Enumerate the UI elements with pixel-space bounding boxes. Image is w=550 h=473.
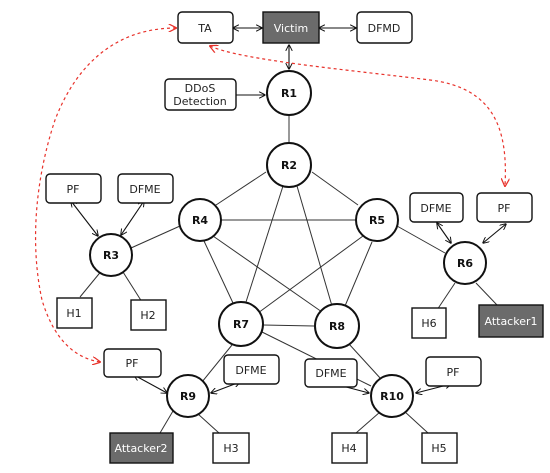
r10-label: R10 xyxy=(380,390,404,403)
router-r6: R6 xyxy=(443,241,487,285)
r9-label: R9 xyxy=(180,390,196,403)
h3-box: H3 xyxy=(212,432,250,464)
r7-label: R7 xyxy=(233,318,249,331)
h3-label: H3 xyxy=(223,442,238,455)
link-r8-r10 xyxy=(348,343,382,380)
h1-label: H1 xyxy=(66,307,81,320)
link-r4-r3 xyxy=(130,225,181,249)
dfme-box-left: DFME xyxy=(117,173,174,204)
link-r2-r8 xyxy=(296,185,333,307)
link-r5-r6 xyxy=(396,225,446,254)
dfmd-box: DFMD xyxy=(356,11,413,44)
dfmd-label: DFMD xyxy=(368,22,401,35)
link-r4-r7 xyxy=(203,240,234,304)
link-r10-h4 xyxy=(355,411,381,434)
r4-label: R4 xyxy=(192,214,208,227)
ta-box: TA xyxy=(177,11,234,44)
h2-box: H2 xyxy=(130,299,167,331)
dashed-ta-to-pf-bottom xyxy=(34,28,176,362)
r6-label: R6 xyxy=(457,257,473,270)
dfme-box-bottom: DFME xyxy=(223,354,280,385)
r3-label: R3 xyxy=(103,249,119,262)
link-r7-r9 xyxy=(201,344,233,383)
h4-label: H4 xyxy=(341,442,356,455)
arrow-pf-r6 xyxy=(483,224,506,243)
h5-box: H5 xyxy=(421,432,458,464)
router-r7: R7 xyxy=(218,301,264,347)
link-r5-r7 xyxy=(257,235,364,314)
r1-label: R1 xyxy=(281,87,297,100)
dashed-ta-to-pf-right xyxy=(210,46,505,186)
link-r7-r8 xyxy=(262,324,315,327)
r5-label: R5 xyxy=(369,214,385,227)
dfme-right-label: DFME xyxy=(420,202,451,215)
link-r2-r4 xyxy=(215,171,267,206)
pf-box-right: PF xyxy=(476,192,533,223)
router-r2: R2 xyxy=(266,142,312,188)
dashed-control-links xyxy=(34,28,506,362)
r8-label: R8 xyxy=(329,320,345,333)
router-r5: R5 xyxy=(355,198,399,242)
link-r3-h2 xyxy=(122,271,143,303)
attacker1-label: Attacker1 xyxy=(484,315,537,328)
h6-box: H6 xyxy=(411,307,447,339)
link-r6-h6 xyxy=(436,282,456,311)
h5-label: H5 xyxy=(431,442,446,455)
link-r5-r8 xyxy=(344,241,373,307)
pf-right-label: PF xyxy=(498,202,511,215)
router-r3: R3 xyxy=(89,233,133,277)
router-r1: R1 xyxy=(266,70,312,116)
dfme-box-right: DFME xyxy=(409,192,464,223)
pf-box-left: PF xyxy=(45,173,102,204)
arrow-pf-r9 xyxy=(134,375,167,393)
dfme-br-label: DFME xyxy=(315,367,346,380)
router-r4: R4 xyxy=(178,198,222,242)
arrow-dfme-r6 xyxy=(437,223,451,243)
router-r10: R10 xyxy=(370,374,414,418)
ddos-label-line2: Detection xyxy=(173,95,226,108)
ddos-label-line1: DDoS xyxy=(185,82,216,95)
link-r6-attacker1 xyxy=(475,282,498,306)
router-r9: R9 xyxy=(166,374,210,418)
r2-label: R2 xyxy=(281,159,297,172)
arrow-pf-r3 xyxy=(71,201,98,236)
link-r4-r8 xyxy=(212,235,323,313)
arrow-dfme-r3 xyxy=(121,201,144,235)
pf-bottom-label: PF xyxy=(126,357,139,370)
link-r2-r5 xyxy=(311,171,359,206)
attacker2-label: Attacker2 xyxy=(114,442,167,455)
router-r8: R8 xyxy=(314,303,360,349)
victim-label: Victim xyxy=(274,22,308,35)
pf-br-label: PF xyxy=(447,366,460,379)
h2-label: H2 xyxy=(140,309,155,322)
pf-box-bottom: PF xyxy=(103,348,162,378)
h6-label: H6 xyxy=(421,317,436,330)
ddos-detection-box: DDoS Detection xyxy=(164,78,237,111)
pf-left-label: PF xyxy=(67,183,80,196)
pf-box-bottom-right: PF xyxy=(425,356,482,387)
link-r10-h5 xyxy=(403,410,429,434)
link-r9-attacker2 xyxy=(159,410,174,434)
link-r9-h3 xyxy=(197,413,220,434)
h1-box: H1 xyxy=(56,297,93,329)
attacker1-box: Attacker1 xyxy=(478,304,544,338)
victim-box: Victim xyxy=(262,11,320,44)
dfme-box-bottom-right: DFME xyxy=(304,358,358,388)
dfme-left-label: DFME xyxy=(129,183,160,196)
link-r2-r7 xyxy=(245,185,284,303)
dfme-bottom-label: DFME xyxy=(235,364,266,377)
attacker2-box: Attacker2 xyxy=(109,432,174,464)
h4-box: H4 xyxy=(331,432,368,464)
ta-label: TA xyxy=(197,22,212,35)
